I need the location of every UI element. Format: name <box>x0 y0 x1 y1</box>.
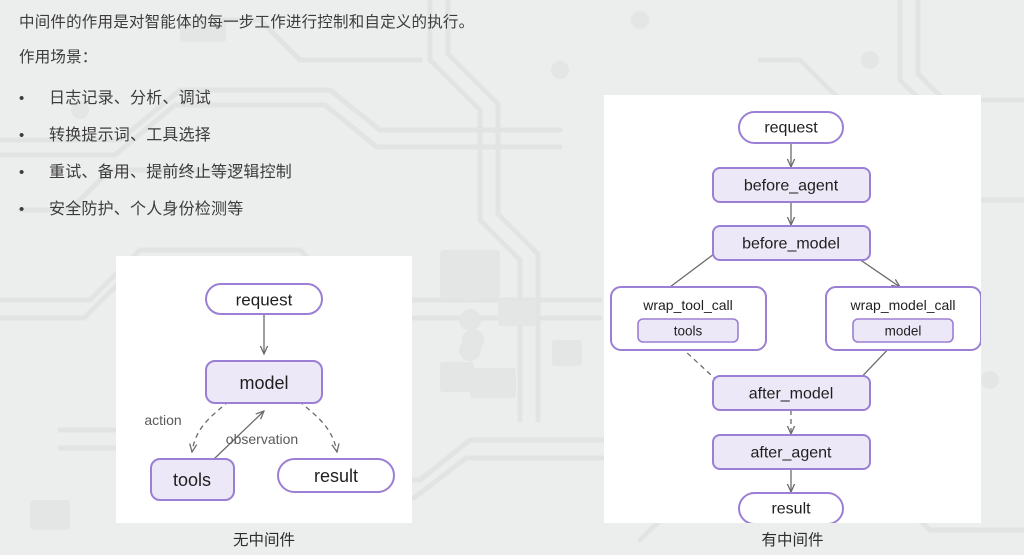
node-request[interactable]: request <box>205 283 323 315</box>
node-label: after_model <box>749 386 834 403</box>
node-request[interactable]: request <box>738 111 844 144</box>
node-after-model[interactable]: after_model <box>712 375 871 411</box>
node-label: wrap_model_call <box>849 297 955 313</box>
node-wrap-tool-call[interactable]: wrap_tool_call tools <box>610 286 767 351</box>
caption-with-middleware: 有中间件 <box>761 532 824 549</box>
intro-line-1: 中间件的作用是对智能体的每一步工作进行控制和自定义的执行。 <box>19 14 475 31</box>
node-model[interactable]: model <box>205 360 323 404</box>
flowchart-no-middleware: action observation request model tools r… <box>144 283 395 501</box>
caption-no-middleware: 无中间件 <box>232 532 295 549</box>
node-label: tools <box>674 324 703 339</box>
node-before-agent[interactable]: before_agent <box>712 167 871 203</box>
diagram-panel-no-middleware: action observation request model tools r… <box>116 256 412 523</box>
node-tools[interactable]: tools <box>150 458 235 501</box>
edge-model-to-tools <box>192 400 230 452</box>
bullet-label: 重试、备用、提前终止等逻辑控制 <box>49 164 293 181</box>
node-label: result <box>314 466 358 486</box>
node-label: result <box>771 501 811 518</box>
node-label: wrap_tool_call <box>642 297 733 313</box>
node-before-model[interactable]: before_model <box>712 225 871 261</box>
bullet-item-2: • 转换提示词、工具选择 <box>19 121 211 145</box>
intro-line-2: 作用场景： <box>19 49 98 66</box>
node-label: request <box>236 291 293 310</box>
bullet-label: 日志记录、分析、调试 <box>49 90 212 107</box>
node-result[interactable]: result <box>738 492 844 523</box>
bullet-item-4: • 安全防护、个人身份检测等 <box>19 195 243 219</box>
bullet-label: 转换提示词、工具选择 <box>49 127 212 144</box>
node-model[interactable]: model <box>852 318 954 343</box>
edge-label-action: action <box>144 412 181 428</box>
node-label: tools <box>173 470 211 490</box>
edge-model-to-result <box>298 400 337 452</box>
bullet-dot-icon: • <box>19 201 25 218</box>
bullet-item-3: • 重试、备用、提前终止等逻辑控制 <box>19 158 292 182</box>
bullet-dot-icon: • <box>19 127 25 144</box>
node-result[interactable]: result <box>277 458 395 493</box>
bullet-dot-icon: • <box>19 164 25 181</box>
bullet-item-1: • 日志记录、分析、调试 <box>19 84 211 108</box>
node-label: before_agent <box>744 178 839 195</box>
edge-before-model-to-wrap-model-call <box>858 258 900 287</box>
node-label: model <box>239 373 288 393</box>
node-label: before_model <box>742 236 840 253</box>
bullet-dot-icon: • <box>19 90 25 107</box>
node-after-agent[interactable]: after_agent <box>712 434 871 470</box>
diagram-panel-with-middleware: request before_agent before_model wrap_t… <box>604 95 981 523</box>
edge-label-observation: observation <box>226 431 298 447</box>
bullet-label: 安全防护、个人身份检测等 <box>49 201 244 218</box>
node-wrap-model-call[interactable]: wrap_model_call model <box>825 286 981 351</box>
node-label: model <box>885 324 922 339</box>
node-tools[interactable]: tools <box>637 318 739 343</box>
flowchart-with-middleware: request before_agent before_model wrap_t… <box>610 111 981 523</box>
node-label: after_agent <box>751 445 833 462</box>
node-label: request <box>764 120 818 137</box>
